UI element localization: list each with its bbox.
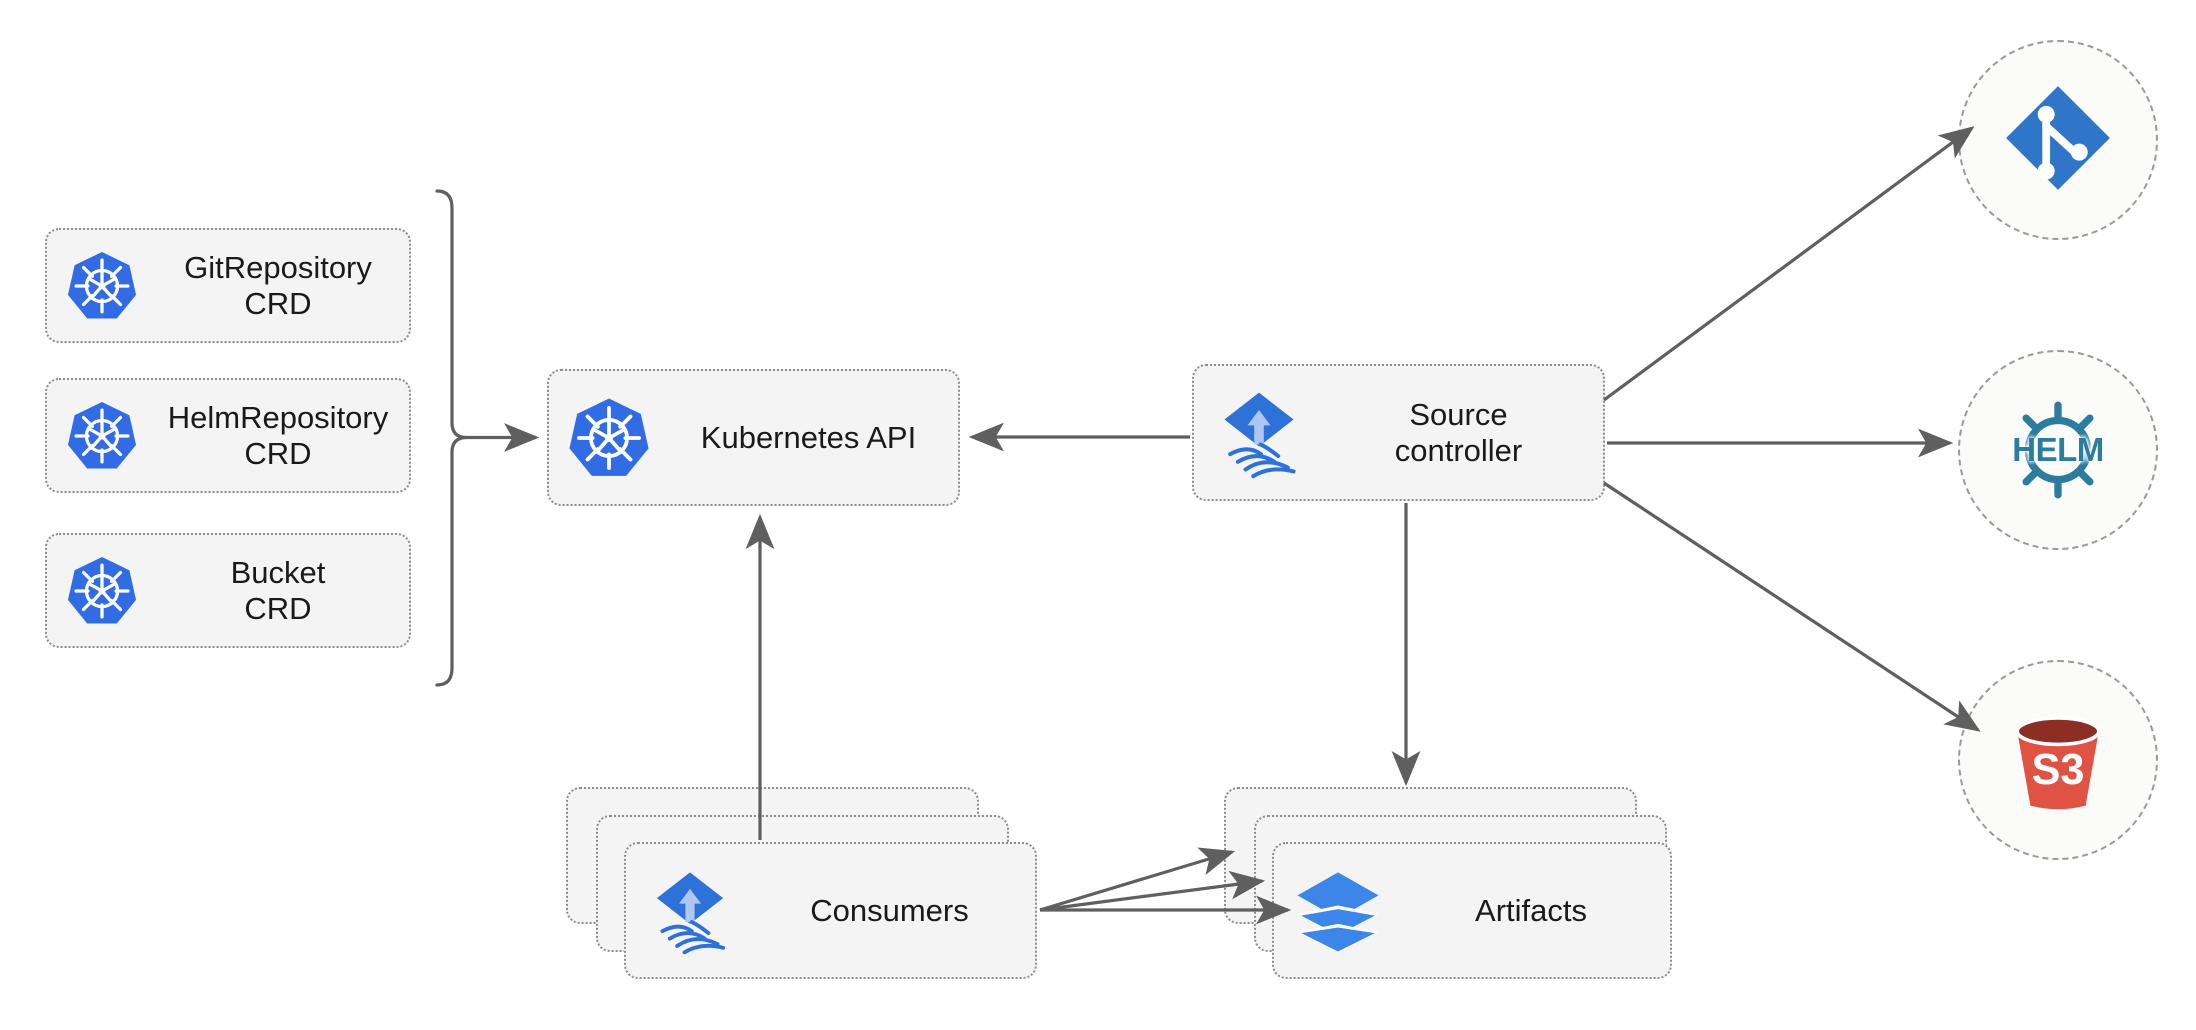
kubernetes-api-box[interactable]: Kubernetes API (547, 369, 960, 506)
git-icon (1999, 79, 2117, 202)
crd-box-gitrepository[interactable]: GitRepository CRD (45, 228, 411, 343)
external-helm-circle[interactable]: HELM (1958, 350, 2158, 550)
helm-wordmark: HELM (2012, 431, 2104, 468)
flux-icon (626, 865, 754, 957)
crd-box-helmrepository[interactable]: HelmRepository CRD (45, 378, 411, 493)
kubernetes-api-label: Kubernetes API (700, 419, 917, 455)
crd-label: GitRepository CRD (184, 249, 372, 321)
kubernetes-icon (47, 399, 157, 473)
edge-consumers-to-artifacts-top (1039, 847, 1236, 912)
s3-icon: S3 (1998, 700, 2118, 820)
external-s3-circle[interactable]: S3 (1958, 660, 2158, 860)
crd-group-bracket (435, 189, 468, 687)
artifacts-box[interactable]: Artifacts (1272, 842, 1672, 979)
helm-icon: HELM (1999, 391, 2117, 509)
kubernetes-icon (47, 554, 157, 628)
consumers-label: Consumers (810, 892, 969, 928)
source-controller-box[interactable]: Source controller (1192, 364, 1605, 501)
svg-text:S3: S3 (2032, 746, 2085, 794)
edge-source-controller-to-git (1603, 126, 1975, 402)
crd-label: HelmRepository CRD (167, 399, 389, 471)
layers-icon (1274, 865, 1402, 957)
kubernetes-icon (549, 395, 669, 481)
crd-label: Bucket CRD (230, 554, 326, 626)
edge-source-controller-to-s3 (1603, 481, 1981, 732)
consumers-box[interactable]: Consumers (624, 842, 1037, 979)
crd-box-bucket[interactable]: Bucket CRD (45, 533, 411, 648)
source-controller-label: Source controller (1394, 396, 1523, 468)
external-git-circle[interactable] (1958, 40, 2158, 240)
artifacts-label: Artifacts (1475, 892, 1587, 928)
kubernetes-icon (47, 249, 157, 323)
flux-icon (1194, 385, 1324, 481)
